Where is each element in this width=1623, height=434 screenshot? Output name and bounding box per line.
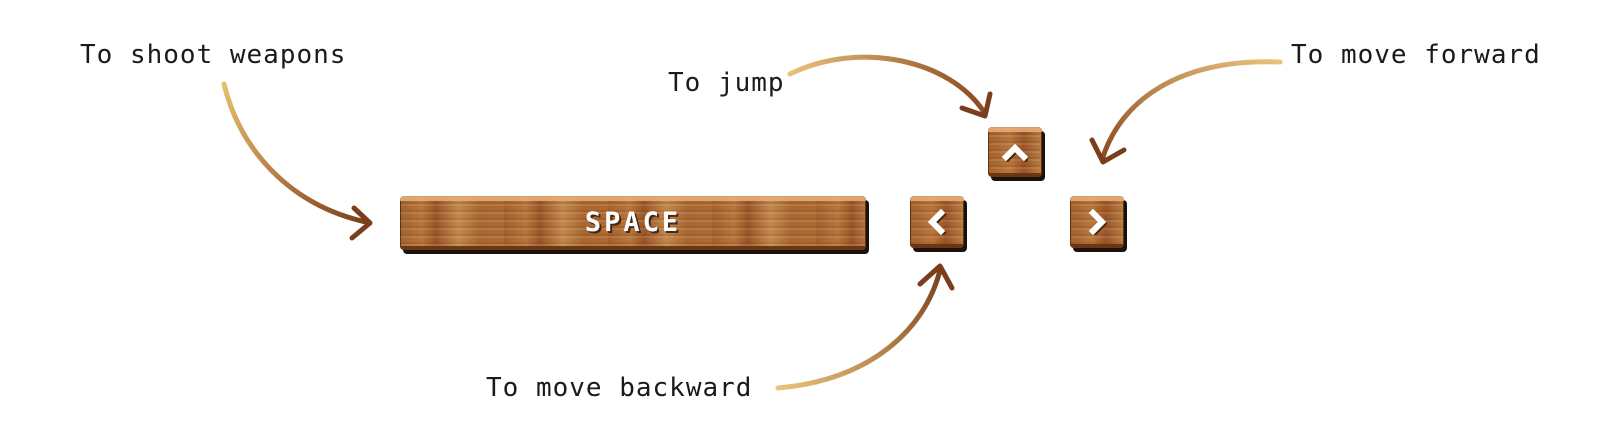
arrow-to-space-key <box>221 81 373 241</box>
chevron-up-icon <box>1002 143 1028 162</box>
right-arrow-key[interactable] <box>1070 196 1124 248</box>
arrow-to-right-key <box>1089 59 1283 165</box>
label-move-backward: To move backward <box>486 373 753 403</box>
label-move-forward: To move forward <box>1291 40 1541 70</box>
space-key[interactable]: SPACE <box>400 196 866 250</box>
arrow-to-left-key <box>775 263 955 391</box>
up-arrow-key[interactable] <box>988 127 1042 177</box>
arrow-to-up-key <box>787 54 993 119</box>
chevron-right-icon <box>1088 209 1107 235</box>
label-shoot-weapons: To shoot weapons <box>80 40 347 70</box>
space-key-label: SPACE <box>584 207 682 238</box>
label-jump: To jump <box>668 68 785 98</box>
chevron-left-icon <box>927 209 947 235</box>
left-arrow-key[interactable] <box>910 196 964 248</box>
